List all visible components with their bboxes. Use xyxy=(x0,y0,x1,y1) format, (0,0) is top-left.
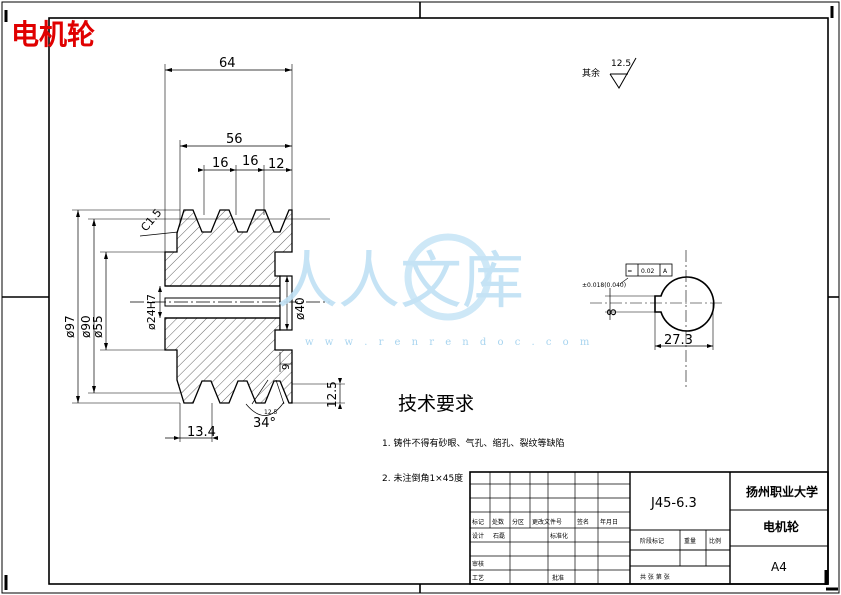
keyway-outline xyxy=(654,276,715,332)
title-block xyxy=(469,471,829,585)
dim-groove-depth: 12.5 xyxy=(325,381,339,408)
tb-scale: 比例 xyxy=(709,537,721,545)
tb-weight: 重量 xyxy=(684,537,696,545)
pulley-body-upper xyxy=(164,209,293,287)
tech-req-item-2: 2. 未注倒角1×45度 xyxy=(382,472,463,484)
trim-marks xyxy=(4,6,838,591)
part-name: 电机轮 xyxy=(763,519,800,534)
tb-designer: 石磊 xyxy=(493,533,505,540)
tb-mark: 标记 xyxy=(472,518,484,526)
dim-bore: ø24H7 xyxy=(145,294,158,330)
pulley-section-view: 64 56 16 16 12 ø97 ø90 ø55 ø24H7 ø40 C1.… xyxy=(63,56,345,442)
tb-count: 处数 xyxy=(492,518,504,526)
dim-key-width: 9 xyxy=(281,364,292,370)
dim-dia-55: ø55 xyxy=(91,315,105,338)
pulley-body-lower xyxy=(164,317,293,404)
tb-sheets: 共 张 第 张 xyxy=(640,573,670,581)
school-name: 扬州职业大学 xyxy=(746,484,818,499)
watermark-text: 人人文库 xyxy=(276,244,524,317)
dim-dia-90: ø90 xyxy=(79,315,93,338)
dim-dia-97: ø97 xyxy=(63,315,77,338)
dim-key-depth: 27.3 xyxy=(664,333,693,348)
tech-req-heading: 技术要求 xyxy=(398,393,474,415)
tb-sign: 签名 xyxy=(577,518,589,526)
tb-process: 工艺 xyxy=(472,574,484,582)
dim-chamfer: C1.5 xyxy=(138,206,164,234)
tb-zone: 分区 xyxy=(512,518,524,526)
drawing-frame xyxy=(48,17,829,585)
keyway-end-view: 27.3 8 ±0.018(0.040) ═ 0.02 A xyxy=(582,250,725,390)
key-tolerance-note: ±0.018(0.040) xyxy=(582,282,626,289)
dim-section-roughness: 12.5 xyxy=(264,409,278,416)
dim-width-total: 64 xyxy=(219,56,236,71)
surface-finish-value: 12.5 xyxy=(611,59,631,69)
title-block-text: J45-6.3 扬州职业大学 电机轮 A4 标记 处数 分区 更改文件号 签名 … xyxy=(472,484,818,582)
dim-groove-pitch-2: 16 xyxy=(242,154,259,169)
tolerance-datum: A xyxy=(663,268,668,275)
technical-requirements: 技术要求 1. 铸件不得有砂眼、气孔、缩孔、裂纹等缺陷 2. 未注倒角1×45度 xyxy=(382,393,564,484)
surface-finish-label: 其余 xyxy=(582,67,600,79)
tb-doc: 更改文件号 xyxy=(532,518,562,526)
dim-width-hub: 56 xyxy=(226,132,243,147)
tb-design: 设计 xyxy=(472,532,484,540)
hub-face xyxy=(279,275,293,331)
tech-req-item-1: 1. 铸件不得有砂眼、气孔、缩孔、裂纹等缺陷 xyxy=(382,437,564,449)
watermark: 人人文库 w w w . r e n r e n d o c . c o m xyxy=(276,233,593,348)
tb-date: 年月日 xyxy=(600,518,618,526)
tolerance-symbol: ═ xyxy=(627,268,632,275)
paper-size: A4 xyxy=(771,560,787,574)
tb-standard: 标准化 xyxy=(550,532,568,540)
drawing-number: J45-6.3 xyxy=(650,496,697,511)
drawing-title: 电机轮 xyxy=(11,18,95,51)
dim-groove-angle: 34° xyxy=(253,416,276,431)
surface-finish-symbol: 其余 12.5 xyxy=(582,57,637,89)
tolerance-value: 0.02 xyxy=(641,268,655,275)
dim-key-slot: 8 xyxy=(605,308,619,316)
tolerance-frame xyxy=(625,263,673,277)
dim-offset-13-4: 13.4 xyxy=(187,425,216,440)
tb-stage: 阶段标记 xyxy=(640,537,664,545)
dim-groove-pitch-1: 16 xyxy=(212,156,229,171)
tb-approve: 批准 xyxy=(552,574,564,582)
dim-groove-edge: 12 xyxy=(268,157,285,172)
watermark-url: w w w . r e n r e n d o c . c o m xyxy=(305,337,593,348)
dim-dia-40: ø40 xyxy=(293,297,307,320)
tb-review: 审核 xyxy=(472,560,484,568)
